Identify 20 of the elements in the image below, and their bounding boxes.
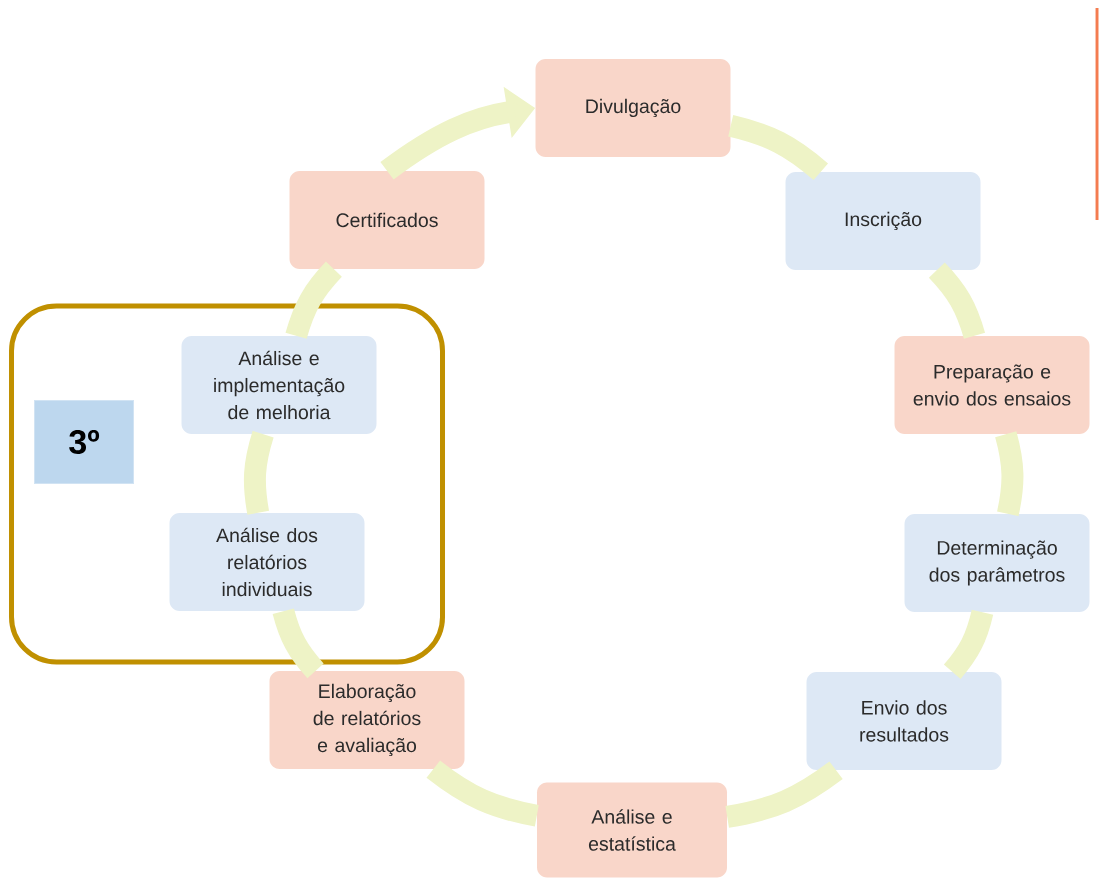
process-box: Divulgação [535,59,731,157]
ring-segment [943,609,994,679]
process-box: Determinação dos parâmetros [904,514,1090,612]
ring-segment [725,761,843,828]
ring-segment [995,431,1024,517]
ring-segment [928,262,986,339]
process-box: Inscrição [785,172,981,270]
process-box: Análise e implementação de melhoria [181,336,377,434]
process-box: Envio dos resultados [806,672,1002,770]
process-box: Análise dos relatórios individuais [169,513,365,611]
ring-segment [426,760,539,827]
ring-segment [728,115,828,181]
ring-segment [285,261,342,339]
step-number-box: 3º [34,400,134,484]
ring-segment [243,431,274,515]
process-box: Análise e estatística [537,782,727,878]
process-box: Preparação e envio dos ensaios [894,336,1090,434]
process-box: Certificados [289,171,485,269]
group-frame [9,303,445,665]
process-box: Elaboração de relatórios e avaliação [269,671,465,769]
